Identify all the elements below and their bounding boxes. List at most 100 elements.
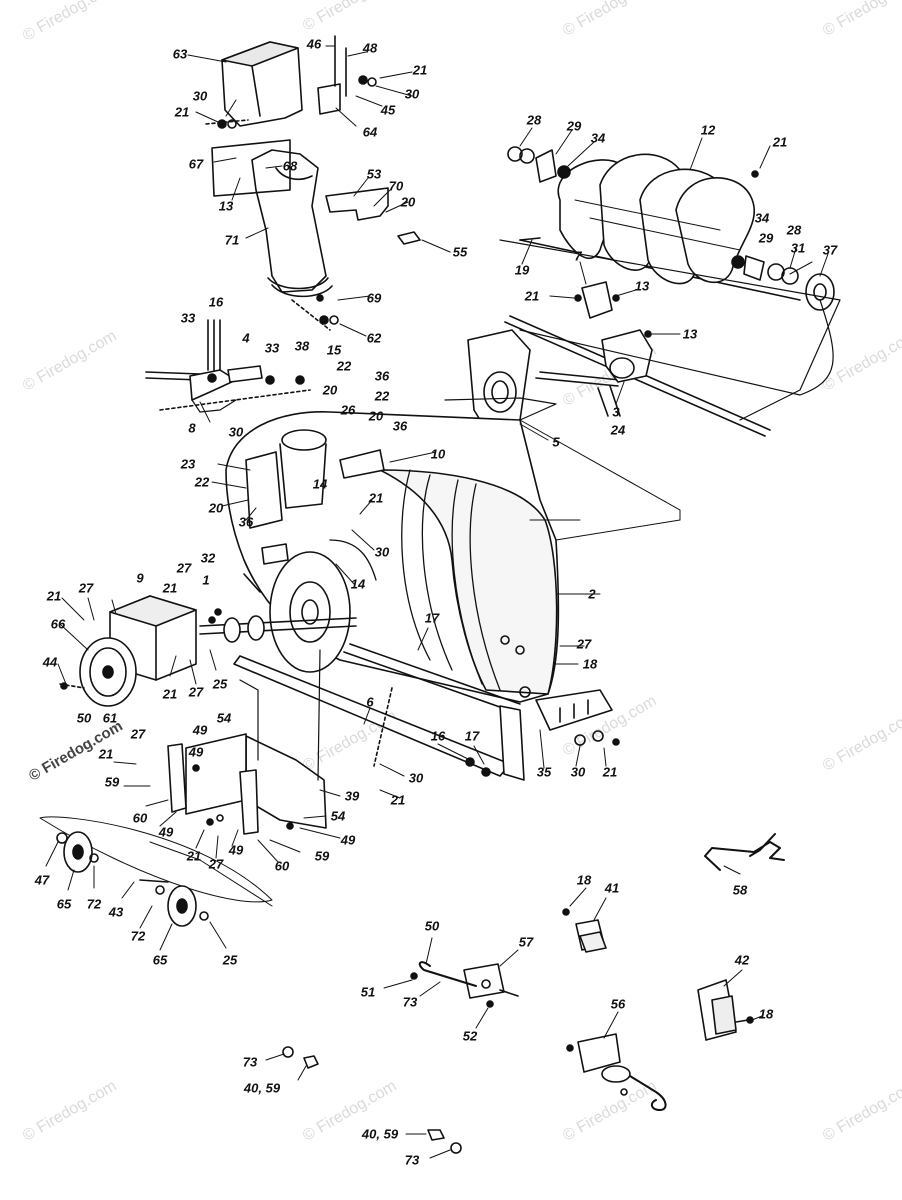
callout-48: 48 xyxy=(362,40,378,56)
callout-31: 31 xyxy=(790,240,806,256)
callout-21: 21 xyxy=(46,588,62,604)
callout-15: 15 xyxy=(326,342,342,358)
callout-34: 34 xyxy=(590,130,606,146)
gear-case-3 xyxy=(601,329,653,383)
callout-45: 45 xyxy=(380,102,396,118)
callout-61: 61 xyxy=(102,710,118,726)
callout-47: 47 xyxy=(34,872,50,888)
callout-70: 70 xyxy=(388,178,404,194)
callout-9: 9 xyxy=(136,570,144,586)
screw-40-59b xyxy=(427,1129,445,1141)
callout-44: 44 xyxy=(42,654,58,670)
callout-55: 55 xyxy=(452,244,468,260)
callout-21: 21 xyxy=(390,792,406,808)
callout-20: 20 xyxy=(322,382,338,398)
callout-27: 27 xyxy=(130,726,146,742)
callout-27: 27 xyxy=(208,856,224,872)
callout-18: 18 xyxy=(758,1006,774,1022)
callout-16: 16 xyxy=(430,728,446,744)
callout-49: 49 xyxy=(228,842,244,858)
callout-27: 27 xyxy=(176,560,192,576)
chute-bracket-67 xyxy=(211,139,291,197)
callout-58: 58 xyxy=(732,882,748,898)
callout-33: 33 xyxy=(264,340,280,356)
nut-73a xyxy=(282,1046,294,1058)
bracket-60b xyxy=(239,769,259,835)
callout-36: 36 xyxy=(392,418,408,434)
callout-12: 12 xyxy=(700,122,716,138)
callout-54: 54 xyxy=(216,710,232,726)
callout-2: 2 xyxy=(588,586,596,602)
skid-35 xyxy=(499,689,613,781)
callout-30: 30 xyxy=(408,770,424,786)
fan-housing xyxy=(269,539,377,673)
callout-56: 56 xyxy=(610,996,626,1012)
callout-49: 49 xyxy=(158,824,174,840)
impeller-shaft-1 xyxy=(199,608,357,643)
callout-34: 34 xyxy=(754,210,770,226)
screw-40-59a xyxy=(303,1055,319,1069)
callout-73: 73 xyxy=(404,1152,420,1168)
nut-73b xyxy=(450,1142,462,1154)
callout-57: 57 xyxy=(518,934,534,950)
callout-39: 39 xyxy=(344,788,360,804)
callout-66: 66 xyxy=(50,616,66,632)
callout-49: 49 xyxy=(188,744,204,760)
callout-22: 22 xyxy=(374,388,390,404)
chute-deflector-63 xyxy=(221,41,303,127)
callout-21: 21 xyxy=(186,848,202,864)
callout-21: 21 xyxy=(412,62,428,78)
callout-42: 42 xyxy=(734,952,750,968)
callout-14: 14 xyxy=(350,576,366,592)
bracket-42 xyxy=(697,979,749,1041)
bushing-29b xyxy=(743,255,765,281)
bushing-29 xyxy=(535,149,557,183)
callout-5: 5 xyxy=(552,434,560,450)
washer-28 xyxy=(507,146,523,162)
rod-assembly-4 xyxy=(145,319,305,401)
callout-16: 16 xyxy=(208,294,224,310)
callout-13: 13 xyxy=(682,326,698,342)
callout-3: 3 xyxy=(612,404,620,420)
callout-17: 17 xyxy=(464,728,480,744)
callout-30: 30 xyxy=(192,88,208,104)
belt-outline xyxy=(39,816,273,903)
spring-58 xyxy=(704,841,785,871)
callout-60: 60 xyxy=(274,858,290,874)
callout-64: 64 xyxy=(362,124,378,140)
callout-40-59: 40, 59 xyxy=(361,1126,399,1142)
callout-30: 30 xyxy=(228,424,244,440)
callout-27: 27 xyxy=(576,636,592,652)
callout-41: 41 xyxy=(604,880,620,896)
callout-65: 65 xyxy=(56,896,72,912)
rod-50 xyxy=(418,961,477,987)
callout-7: 7 xyxy=(574,248,582,264)
callout-24: 24 xyxy=(610,422,626,438)
callout-19: 19 xyxy=(514,262,530,278)
callout-50: 50 xyxy=(76,710,92,726)
callout-26: 26 xyxy=(340,402,356,418)
callout-67: 67 xyxy=(188,156,204,172)
callout-30: 30 xyxy=(404,86,420,102)
auger-housing-outline xyxy=(499,239,841,421)
callout-20: 20 xyxy=(400,194,416,210)
callout-18: 18 xyxy=(576,872,592,888)
callout-28: 28 xyxy=(526,112,542,128)
callout-51: 51 xyxy=(360,984,376,1000)
callout-21: 21 xyxy=(524,288,540,304)
callout-4: 4 xyxy=(242,330,250,346)
callout-17: 17 xyxy=(424,610,440,626)
pulley-65b xyxy=(167,885,197,927)
callout-43: 43 xyxy=(108,904,124,920)
callout-21: 21 xyxy=(98,746,114,762)
callout-21: 21 xyxy=(772,134,788,150)
callout-21: 21 xyxy=(174,104,190,120)
callout-22: 22 xyxy=(336,358,352,374)
callout-35: 35 xyxy=(536,764,552,780)
callout-37: 37 xyxy=(822,242,838,258)
leader-lines xyxy=(45,45,829,1159)
callout-72: 72 xyxy=(86,896,102,912)
cable-mount-56 xyxy=(577,1033,667,1111)
callout-49: 49 xyxy=(192,722,208,738)
lever-55 xyxy=(397,231,421,245)
